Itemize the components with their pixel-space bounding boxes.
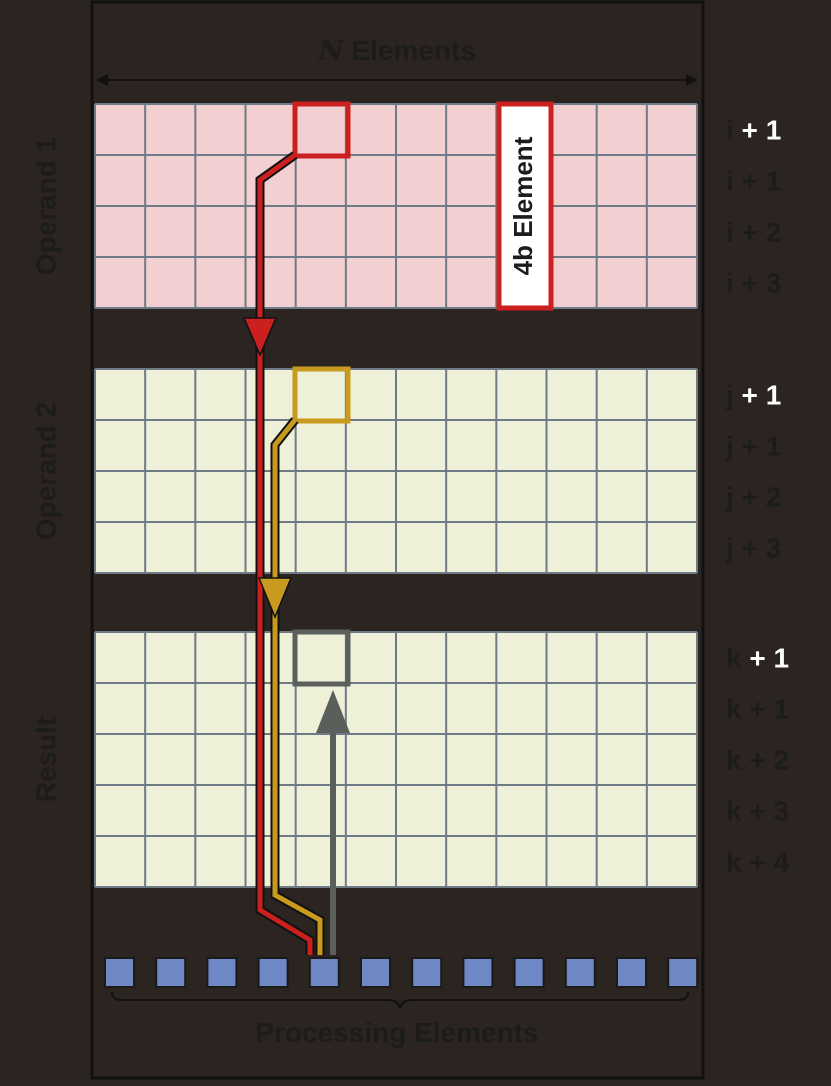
row-label-variable: j xyxy=(725,431,734,462)
region-operand1: Operand 1i + 1i + 1i + 2i + 3 xyxy=(30,103,781,309)
row-label-variable: k xyxy=(726,745,742,776)
operand2-row-label: j + 1 xyxy=(725,380,781,411)
row-label-variable: k xyxy=(726,643,742,674)
processing-element xyxy=(360,957,391,988)
row-label-offset: + 3 xyxy=(734,533,781,564)
processing-element xyxy=(257,957,289,988)
result-selected-cell xyxy=(292,629,351,687)
row-label-variable: k xyxy=(726,847,742,878)
row-label-variable: j xyxy=(725,380,734,411)
row-label-offset: + 1 xyxy=(742,694,789,725)
operand1-region-label: Operand 1 xyxy=(30,137,61,275)
operand2-row-label: j + 2 xyxy=(725,482,781,513)
row-label-offset: + 1 xyxy=(734,380,781,411)
row-label-offset: + 3 xyxy=(734,268,781,299)
result-row-label: k + 1 xyxy=(726,694,789,725)
row-label-variable: j xyxy=(725,482,734,513)
processing-element xyxy=(155,957,187,988)
operand1-row-label: i + 3 xyxy=(726,268,781,299)
processing-element xyxy=(104,957,135,988)
result-row-label: k + 2 xyxy=(726,745,789,776)
processing-elements-brace xyxy=(111,991,689,1009)
header-label: N Elements xyxy=(317,34,476,67)
row-label-variable: k xyxy=(726,694,742,725)
row-label-variable: i xyxy=(726,268,734,299)
element-callout-label: 4b Element xyxy=(508,136,538,275)
header-n-symbol: N xyxy=(317,34,345,67)
row-label-offset: + 1 xyxy=(734,431,781,462)
element-callout-box xyxy=(496,101,554,311)
operand1-row-label: i + 1 xyxy=(726,115,781,146)
header-elements-word: Elements xyxy=(344,35,476,66)
result-region-label: Result xyxy=(30,717,61,803)
row-label-variable: k xyxy=(726,796,742,827)
row-label-offset: + 2 xyxy=(734,482,781,513)
operand1-row-label: i + 1 xyxy=(726,166,781,197)
row-label-offset: + 2 xyxy=(734,217,781,248)
outer-frame xyxy=(90,0,705,1080)
processing-element xyxy=(462,957,494,988)
row-label-offset: + 3 xyxy=(742,796,789,827)
row-label-variable: i xyxy=(726,166,734,197)
operand2-row-label: j + 3 xyxy=(725,533,781,564)
operand1-row-label: i + 2 xyxy=(726,217,781,248)
processing-element xyxy=(206,957,238,988)
result-row-label: k + 1 xyxy=(726,643,789,674)
processing-element xyxy=(564,957,596,988)
result-row-label: k + 4 xyxy=(726,847,789,878)
operand2-path xyxy=(257,417,325,955)
row-label-offset: + 1 xyxy=(734,166,781,197)
row-label-offset: + 4 xyxy=(742,847,790,878)
row-label-variable: j xyxy=(725,533,734,564)
row-label-offset: + 1 xyxy=(742,643,789,674)
operand2-selected-cell xyxy=(292,366,351,424)
processing-elements-label: Processing Elements xyxy=(255,1017,538,1048)
processing-element xyxy=(513,957,545,988)
width-dimension-arrow xyxy=(96,74,698,86)
processing-element xyxy=(308,957,340,988)
result-row-label: k + 3 xyxy=(726,796,789,827)
operand2-region-label: Operand 2 xyxy=(30,402,61,540)
processing-element xyxy=(411,957,443,988)
region-operand2: Operand 2j + 1j + 1j + 2j + 3 xyxy=(30,368,781,574)
row-label-offset: + 2 xyxy=(742,745,789,776)
processing-element-row xyxy=(104,957,699,988)
operand1-selected-cell xyxy=(292,101,351,159)
row-label-offset: + 1 xyxy=(734,115,781,146)
row-label-variable: i xyxy=(726,115,734,146)
operand2-row-label: j + 1 xyxy=(725,431,781,462)
row-label-variable: i xyxy=(726,217,734,248)
processing-element xyxy=(667,957,699,988)
result-path xyxy=(316,690,350,955)
operand1-path xyxy=(242,151,315,955)
processing-element xyxy=(616,957,647,988)
